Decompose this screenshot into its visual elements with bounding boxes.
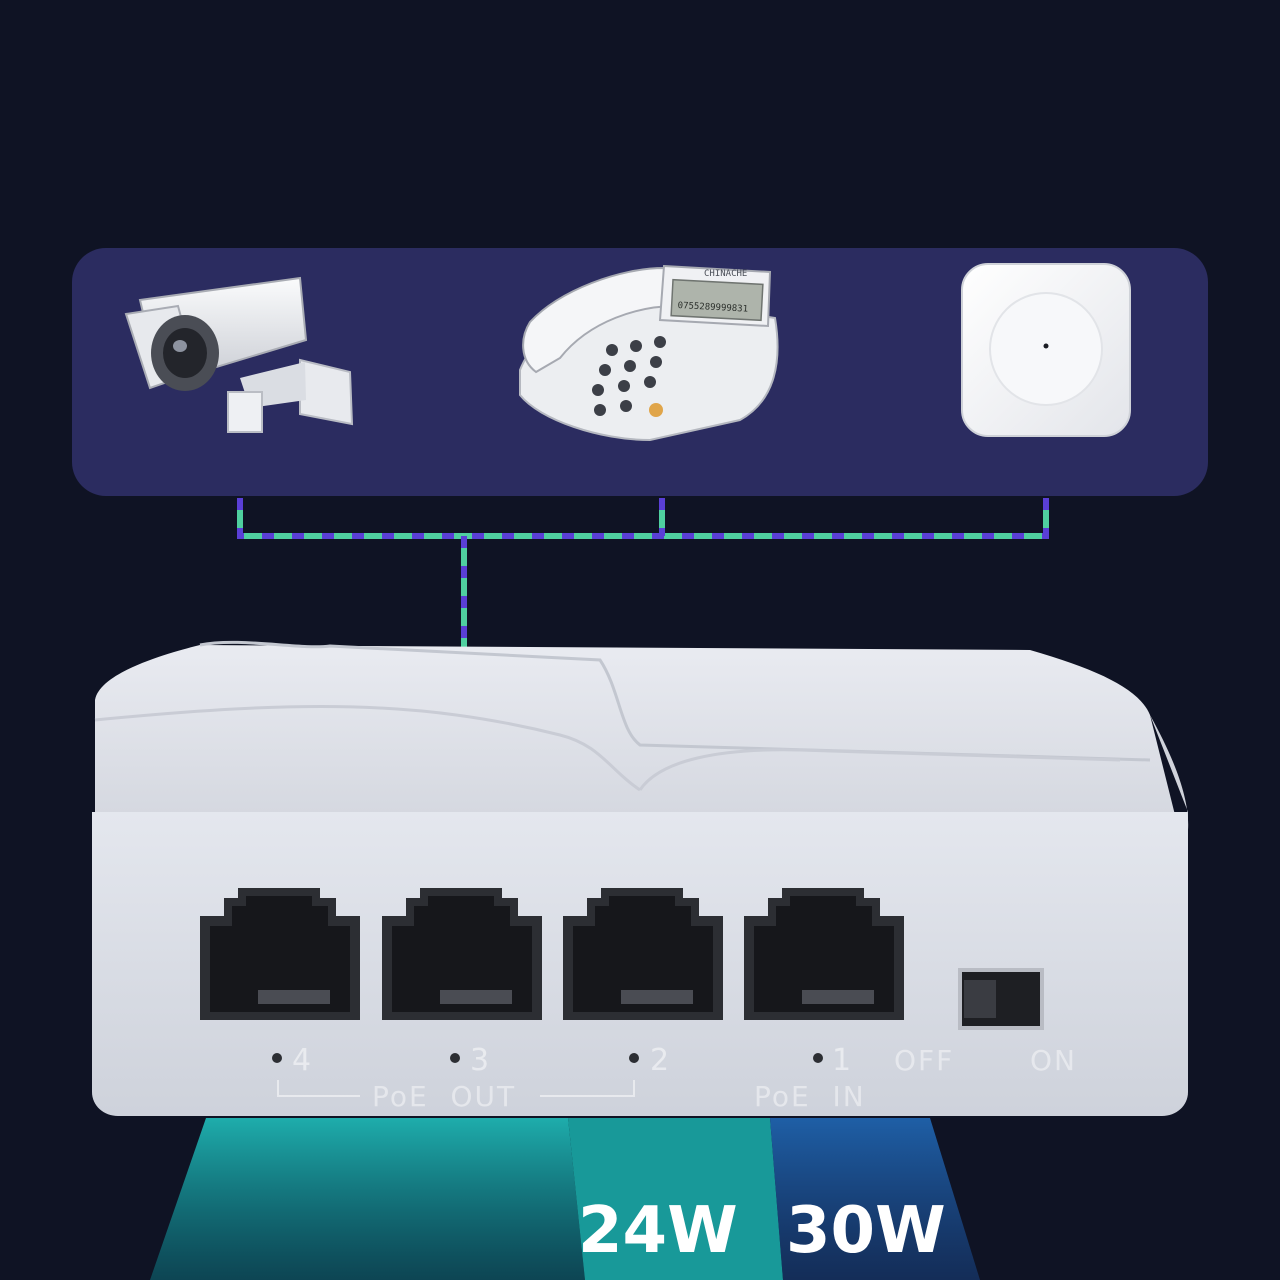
port-label-2: 2 bbox=[650, 1043, 669, 1078]
power-beams bbox=[150, 1118, 980, 1280]
beam-poe-out-right bbox=[568, 1118, 783, 1280]
security-camera-icon bbox=[124, 276, 354, 433]
phone-display-number: 0755289999831 bbox=[677, 301, 748, 315]
port-2[interactable] bbox=[563, 888, 723, 1020]
power-switch[interactable] bbox=[958, 968, 1044, 1030]
watt-in-label: 30W bbox=[786, 1194, 946, 1268]
desk-phone-icon: CHINACHE 0755289999831 bbox=[519, 264, 779, 442]
cable-network-top bbox=[237, 498, 1049, 858]
poe-in-label: PoE IN bbox=[754, 1080, 866, 1113]
poe-switch bbox=[92, 640, 1189, 1116]
switch-off-label: OFF bbox=[894, 1044, 954, 1077]
watt-out-label: 24W bbox=[578, 1194, 738, 1268]
port-labels: 4 3 2 1 OFF ON PoE OUT PoE IN bbox=[272, 1043, 1077, 1113]
phone-brand-label: CHINACHE bbox=[704, 269, 747, 279]
port-4[interactable] bbox=[200, 888, 360, 1020]
port-label-4: 4 bbox=[292, 1043, 311, 1078]
beam-poe-out-left bbox=[150, 1118, 585, 1280]
beam-poe-in bbox=[770, 1118, 980, 1280]
wireless-access-point-icon bbox=[961, 263, 1131, 437]
port-label-1: 1 bbox=[832, 1043, 851, 1078]
port-1[interactable] bbox=[744, 888, 904, 1020]
switch-on-label: ON bbox=[1030, 1044, 1077, 1077]
poe-out-label: PoE OUT bbox=[372, 1080, 516, 1113]
port-3[interactable] bbox=[382, 888, 542, 1020]
port-label-3: 3 bbox=[470, 1043, 489, 1078]
